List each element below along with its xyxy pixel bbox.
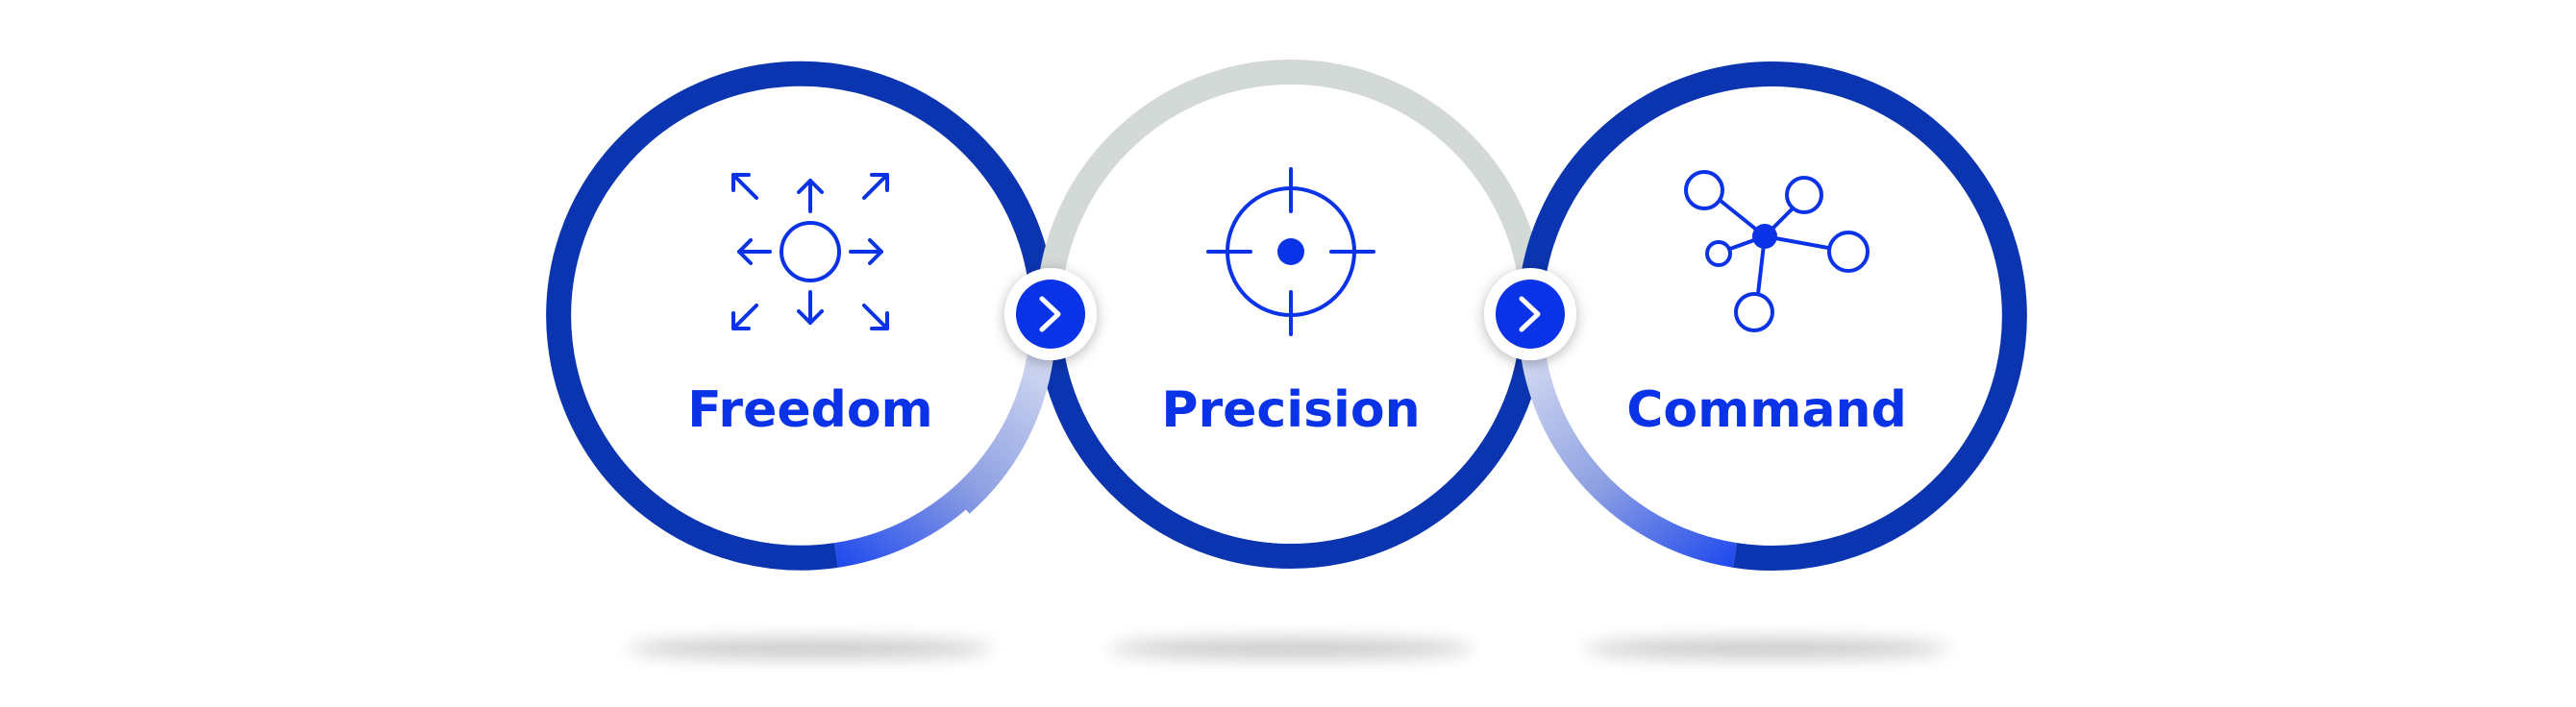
ring-command-arc-main (1518, 61, 2027, 572)
connector-1 (1004, 268, 1097, 360)
connector-2 (1484, 268, 1576, 360)
chevron-right-icon (1519, 296, 1541, 332)
floor-shadow-3 (1584, 639, 1949, 658)
ring-precision-arc-main (1036, 313, 1546, 569)
step-label-precision: Precision (1161, 381, 1420, 439)
crosshair-target-icon (1206, 167, 1375, 336)
floor-shadow-2 (1108, 639, 1474, 658)
step-label-command: Command (1626, 381, 1907, 439)
floor-shadow-1 (628, 639, 993, 658)
step-label-freedom: Freedom (687, 381, 933, 439)
chevron-right-icon (1039, 296, 1061, 332)
expand-arrows-icon (731, 173, 889, 330)
network-nodes-icon (1684, 170, 1870, 332)
floor-shadows (628, 639, 1949, 658)
ring-freedom-arc-main (546, 61, 1055, 571)
